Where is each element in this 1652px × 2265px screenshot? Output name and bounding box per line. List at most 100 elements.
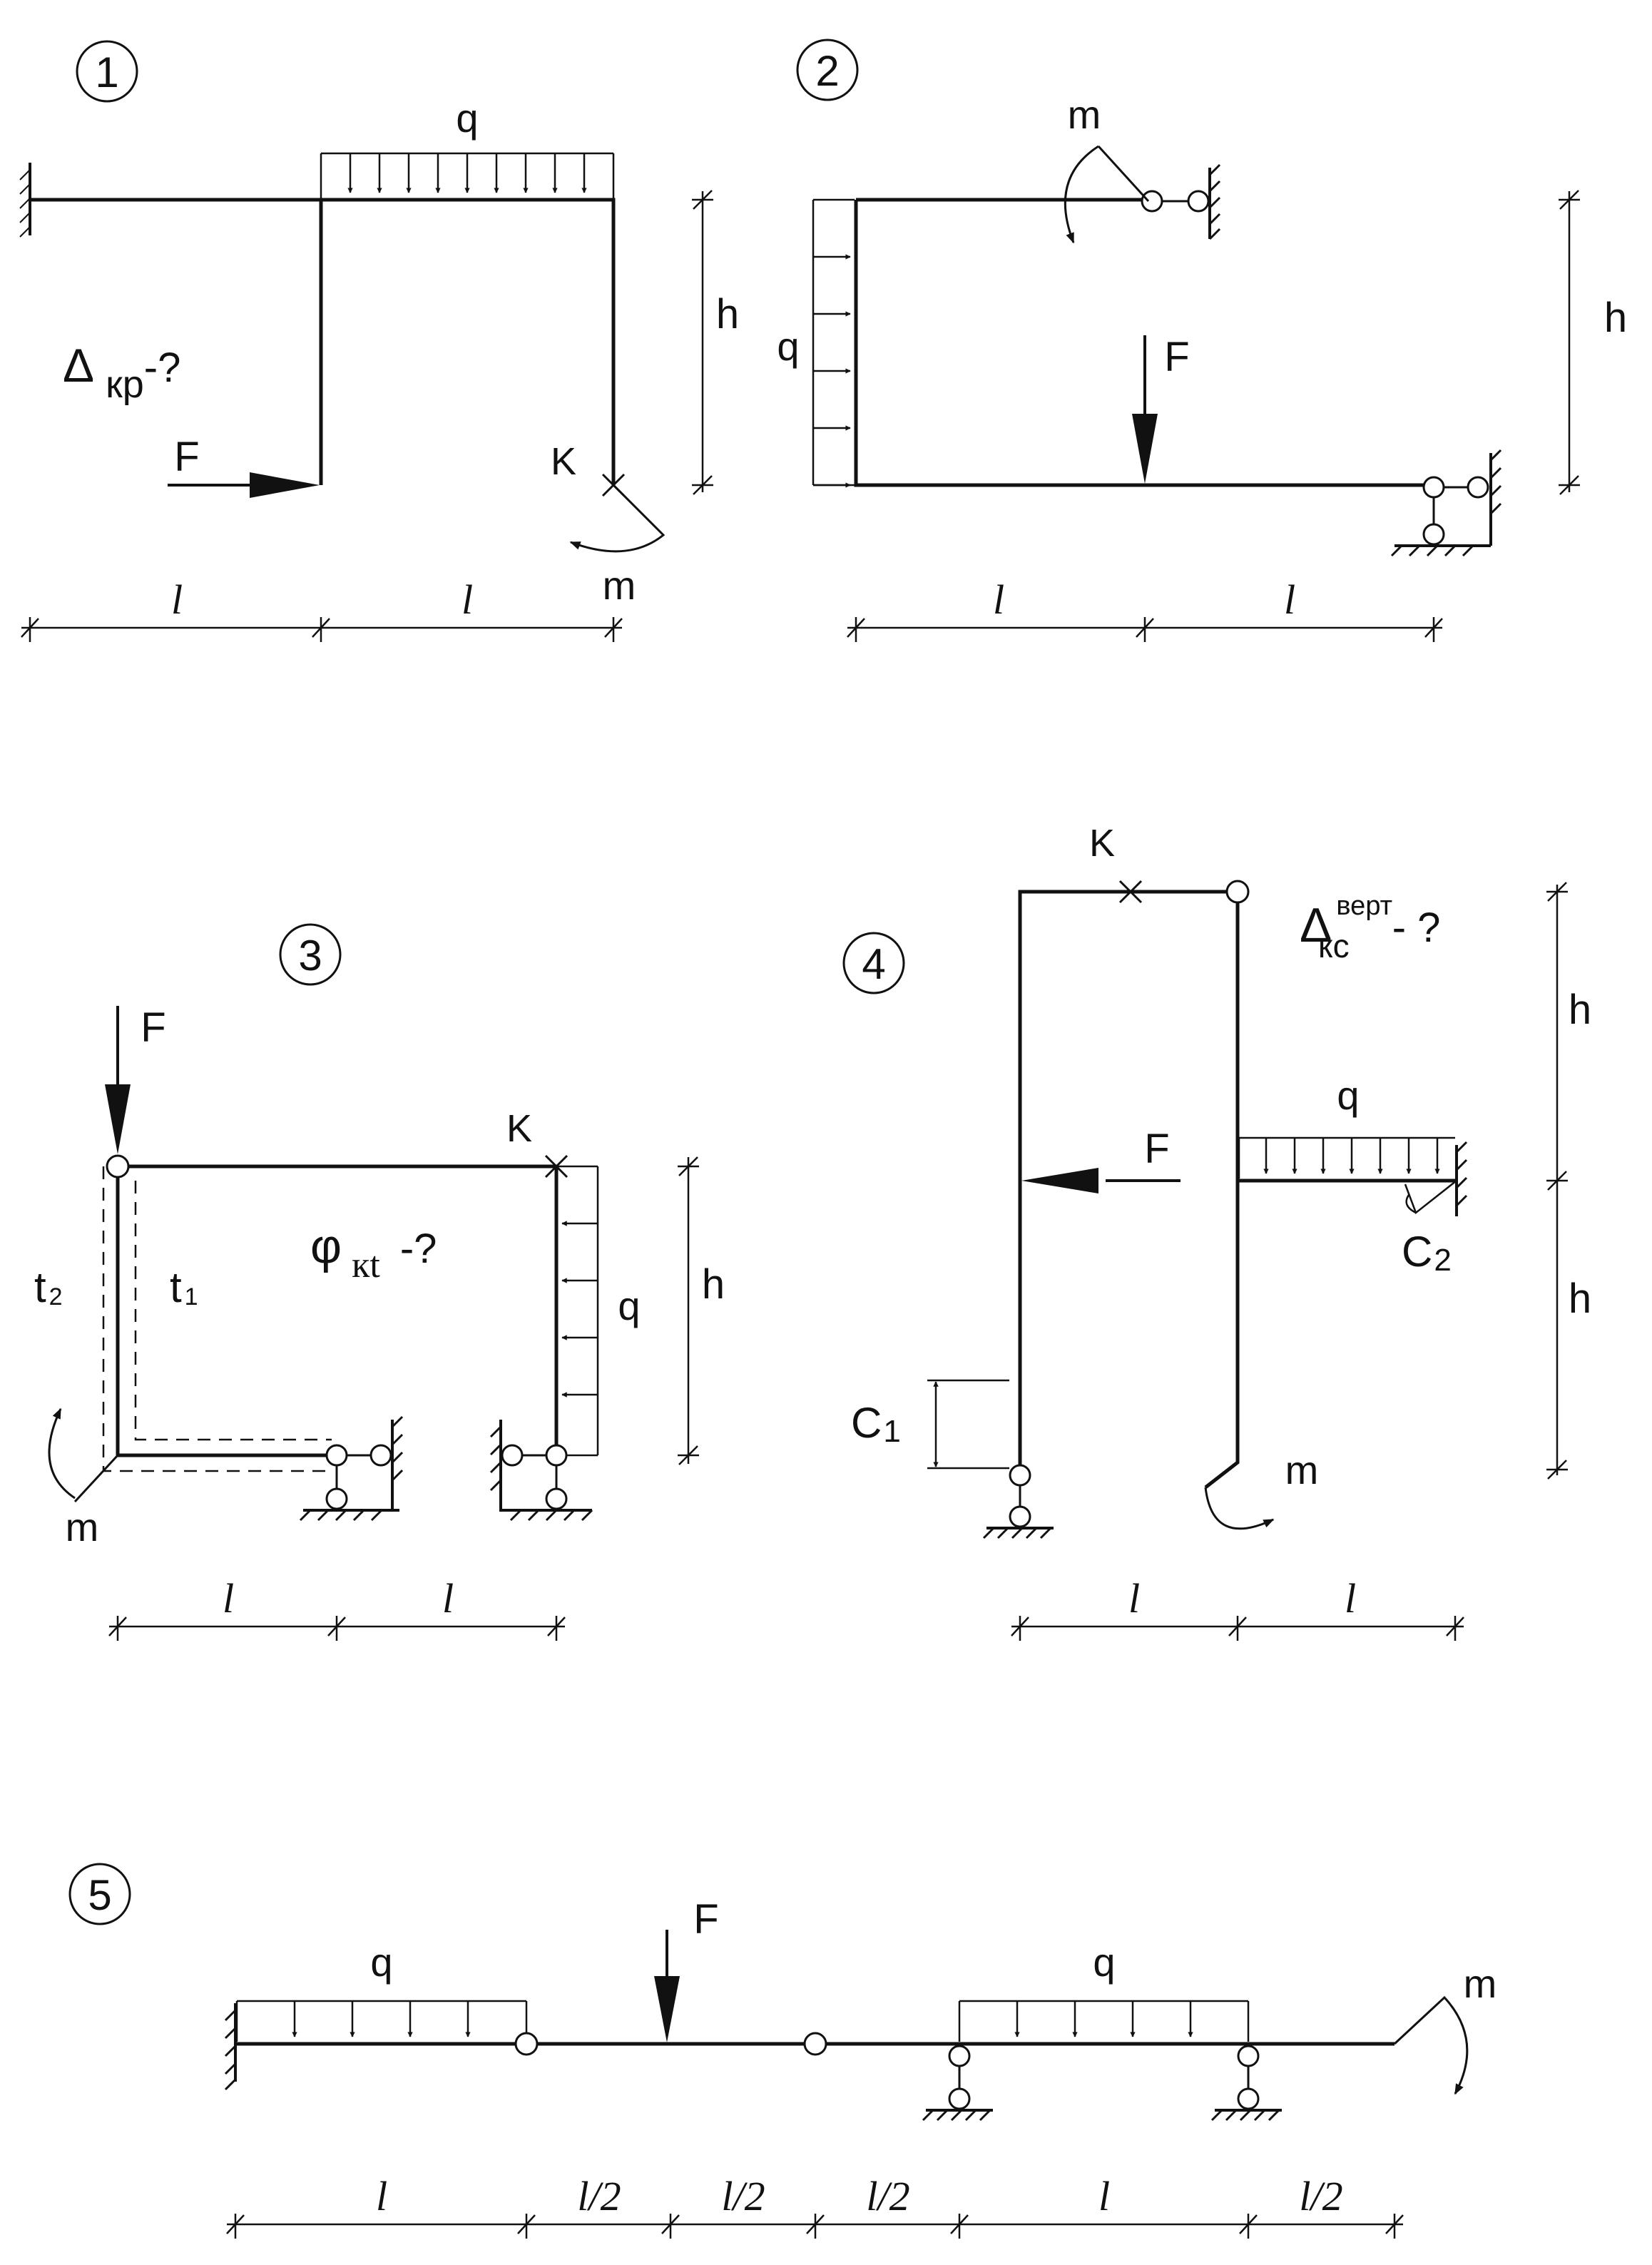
problem-1-number: 1 — [95, 49, 118, 96]
problem-1-force-arrow — [168, 472, 320, 498]
problem-4-moment-arrow — [1204, 1487, 1275, 1530]
problem-1-number-circle — [76, 40, 138, 103]
problem-5: 5 — [68, 1863, 1497, 2239]
problem-2-number: 2 — [815, 47, 839, 95]
problem-5-distributed-load-right — [958, 2000, 1250, 2042]
problem-1-point-K-label: K — [551, 440, 576, 483]
problem-1-force-F-label: F — [174, 434, 199, 480]
problem-1-span-dimension — [21, 617, 623, 642]
problem-4-settle-C1: C1 — [851, 1399, 901, 1449]
problem-4-load-q-label: q — [1337, 1073, 1359, 1118]
problem-1-height-h-label: h — [716, 291, 739, 337]
problem-4-span1-l-label: l — [1128, 1575, 1140, 1622]
problem-4-height2-h-label: h — [1569, 1276, 1591, 1322]
problem-1-distributed-load — [320, 152, 615, 198]
problem-5-span-label-1: l — [376, 2173, 387, 2219]
problem-2-bottom-support — [1390, 449, 1502, 557]
problem-3-temperature-fibers — [102, 1166, 332, 1472]
problem-5-moment-arrow — [1393, 1995, 1469, 2095]
problem-4-frame — [1018, 890, 1455, 1489]
problem-4-number: 4 — [862, 940, 885, 988]
problem-2-distributed-load — [812, 198, 855, 488]
problem-4-settlement-C1-indicator — [927, 1379, 1009, 1470]
problem-5-span-label-2: l/2 — [577, 2173, 621, 2219]
problem-4-point-K-label: K — [1089, 822, 1115, 865]
problem-2-height-h-label: h — [1604, 295, 1627, 341]
problem-1-height-dimension — [692, 190, 713, 495]
problem-2-load-q-label: q — [777, 324, 799, 369]
problem-5-left-wall — [224, 2003, 237, 2091]
problem-3-right-support — [489, 1420, 593, 1522]
problem-4-moment-m-label: m — [1285, 1447, 1319, 1492]
problem-2-height-dimension — [1559, 190, 1580, 495]
problem-3-top-hinge — [106, 1154, 130, 1179]
problem-5-load-q-right-label: q — [1093, 1940, 1115, 1985]
problem-3-moment-m-label: m — [66, 1505, 99, 1549]
problem-3-point-K-cross — [544, 1154, 568, 1179]
problem-4-top-hinge — [1225, 880, 1250, 904]
problem-5-force-arrow — [654, 1930, 680, 2042]
problem-1-moment-m-label: m — [603, 563, 636, 608]
problem-3-middle-support — [299, 1415, 404, 1522]
problem-3-span2-l-label: l — [442, 1575, 454, 1622]
problem-2-force-arrow — [1132, 335, 1158, 484]
problem-4-number-circle — [842, 932, 905, 994]
problem-3-load-q-label: q — [618, 1283, 640, 1328]
problem-3-force-F-label: F — [141, 1004, 165, 1051]
problem-4-rotation-C2-indicator — [1404, 1180, 1457, 1215]
problem-5-span-label-6: l/2 — [1299, 2173, 1342, 2219]
problem-3-span1-l-label: l — [223, 1575, 234, 1622]
problem-5-support-1 — [922, 2045, 993, 2122]
problem-5-number-circle — [68, 1863, 131, 1925]
problem-5-span-label-4: l/2 — [866, 2173, 909, 2219]
problem-1-wall-hatch — [19, 169, 31, 238]
problem-3-force-arrow — [105, 1006, 131, 1154]
problem-2-number-circle — [796, 39, 859, 101]
problem-3-frame — [116, 1164, 559, 1457]
problem-4-right-wall — [1455, 1141, 1468, 1216]
problem-2: 2 m q F — [777, 39, 1627, 642]
problem-4-span2-l-label: l — [1345, 1575, 1356, 1622]
problem-2-span2-l-label: l — [1284, 576, 1295, 623]
problem-2-force-F-label: F — [1164, 334, 1189, 380]
problem-5-number: 5 — [88, 1871, 111, 1919]
problem-2-frame — [854, 198, 1434, 487]
problem-5-force-F-label: F — [693, 1896, 718, 1943]
problem-5-hinge-2 — [803, 2032, 827, 2056]
problem-3-height-h-label: h — [702, 1261, 725, 1308]
problem-5-load-q-left-label: q — [370, 1940, 392, 1985]
problem-4-left-support — [982, 1464, 1054, 1539]
problem-1-span1-l-label: l — [171, 576, 183, 623]
problem-4-span-dimension — [1011, 1616, 1464, 1641]
problem-5-support-2 — [1210, 2045, 1282, 2122]
problem-5-span-label-3: l/2 — [721, 2173, 765, 2219]
problem-4-force-arrow — [1021, 1168, 1181, 1193]
problem-1-load-q-label: q — [456, 96, 478, 141]
problem-2-moment-m-label: m — [1068, 92, 1101, 137]
problem-1: 1 q F — [19, 40, 739, 642]
problem-3-point-K-label: K — [506, 1107, 532, 1150]
problem-2-span1-l-label: l — [993, 576, 1004, 623]
problem-3-span-dimension — [108, 1616, 566, 1641]
problem-5-distributed-load-left — [235, 2000, 528, 2042]
problem-2-span-dimension — [847, 617, 1443, 642]
problem-4-distributed-load — [1238, 1136, 1455, 1179]
problem-5-hinge-1 — [514, 2032, 539, 2056]
problem-5-span-label-5: l — [1098, 2173, 1110, 2219]
problem-2-moment-arrow — [1065, 145, 1150, 243]
problem-3-height-dimension — [678, 1156, 699, 1465]
problem-4-height1-h-label: h — [1569, 987, 1591, 1033]
problem-3-number-circle — [279, 923, 342, 986]
problem-4-force-F-label: F — [1144, 1126, 1169, 1172]
problem-1-span2-l-label: l — [462, 576, 473, 623]
problem-1-moment-arrow — [569, 484, 666, 553]
problem-4-point-K-cross — [1118, 880, 1143, 904]
problem-5-span-dimension — [226, 2214, 1404, 2239]
